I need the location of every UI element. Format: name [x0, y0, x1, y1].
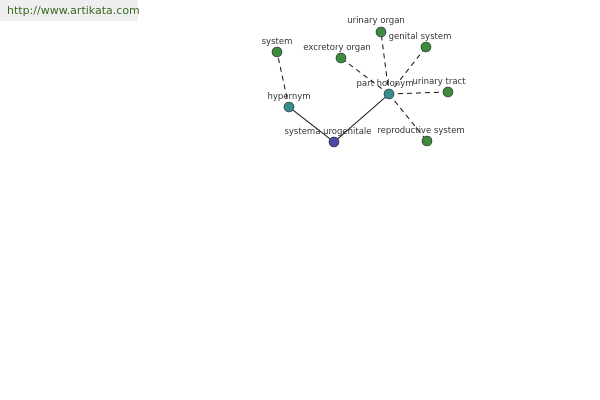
label-reproductive-system: reproductive system	[377, 126, 464, 136]
node-system[interactable]	[271, 46, 283, 58]
edge-holonym-excretory-organ	[340, 57, 390, 95]
node-center-term[interactable]	[328, 136, 340, 148]
site-url-link[interactable]: http://www.artikata.com	[7, 4, 140, 17]
node-part-holonym[interactable]	[383, 88, 395, 100]
edge-holonym-urinary-organ	[380, 31, 390, 95]
label-excretory-organ: excretory organ	[303, 43, 370, 53]
edge-hypernym-system	[276, 51, 290, 108]
label-part-holonym: part holonym	[357, 79, 414, 89]
node-genital-system[interactable]	[420, 41, 432, 53]
label-hypernym: hypernym	[267, 92, 310, 102]
label-system: system	[262, 37, 293, 47]
node-urinary-tract[interactable]	[442, 86, 454, 98]
node-excretory-organ[interactable]	[335, 52, 347, 64]
label-urinary-organ: urinary organ	[347, 16, 405, 26]
edge-center-hypernym	[288, 106, 335, 143]
edge-holonym-genital-system	[388, 46, 427, 95]
label-center-term: systema urogenitale	[284, 127, 371, 137]
edge-holonym-urinary-tract	[388, 91, 449, 95]
edge-holonym-reproductive-system	[388, 93, 428, 142]
url-banner: http://www.artikata.com	[0, 0, 140, 21]
node-hypernym[interactable]	[283, 101, 295, 113]
label-urinary-tract: urinary tract	[412, 77, 466, 87]
label-genital-system: genital system	[389, 32, 452, 42]
edge-center-part-holonym	[333, 93, 390, 143]
node-reproductive-system[interactable]	[421, 135, 433, 147]
node-urinary-organ[interactable]	[375, 26, 387, 38]
